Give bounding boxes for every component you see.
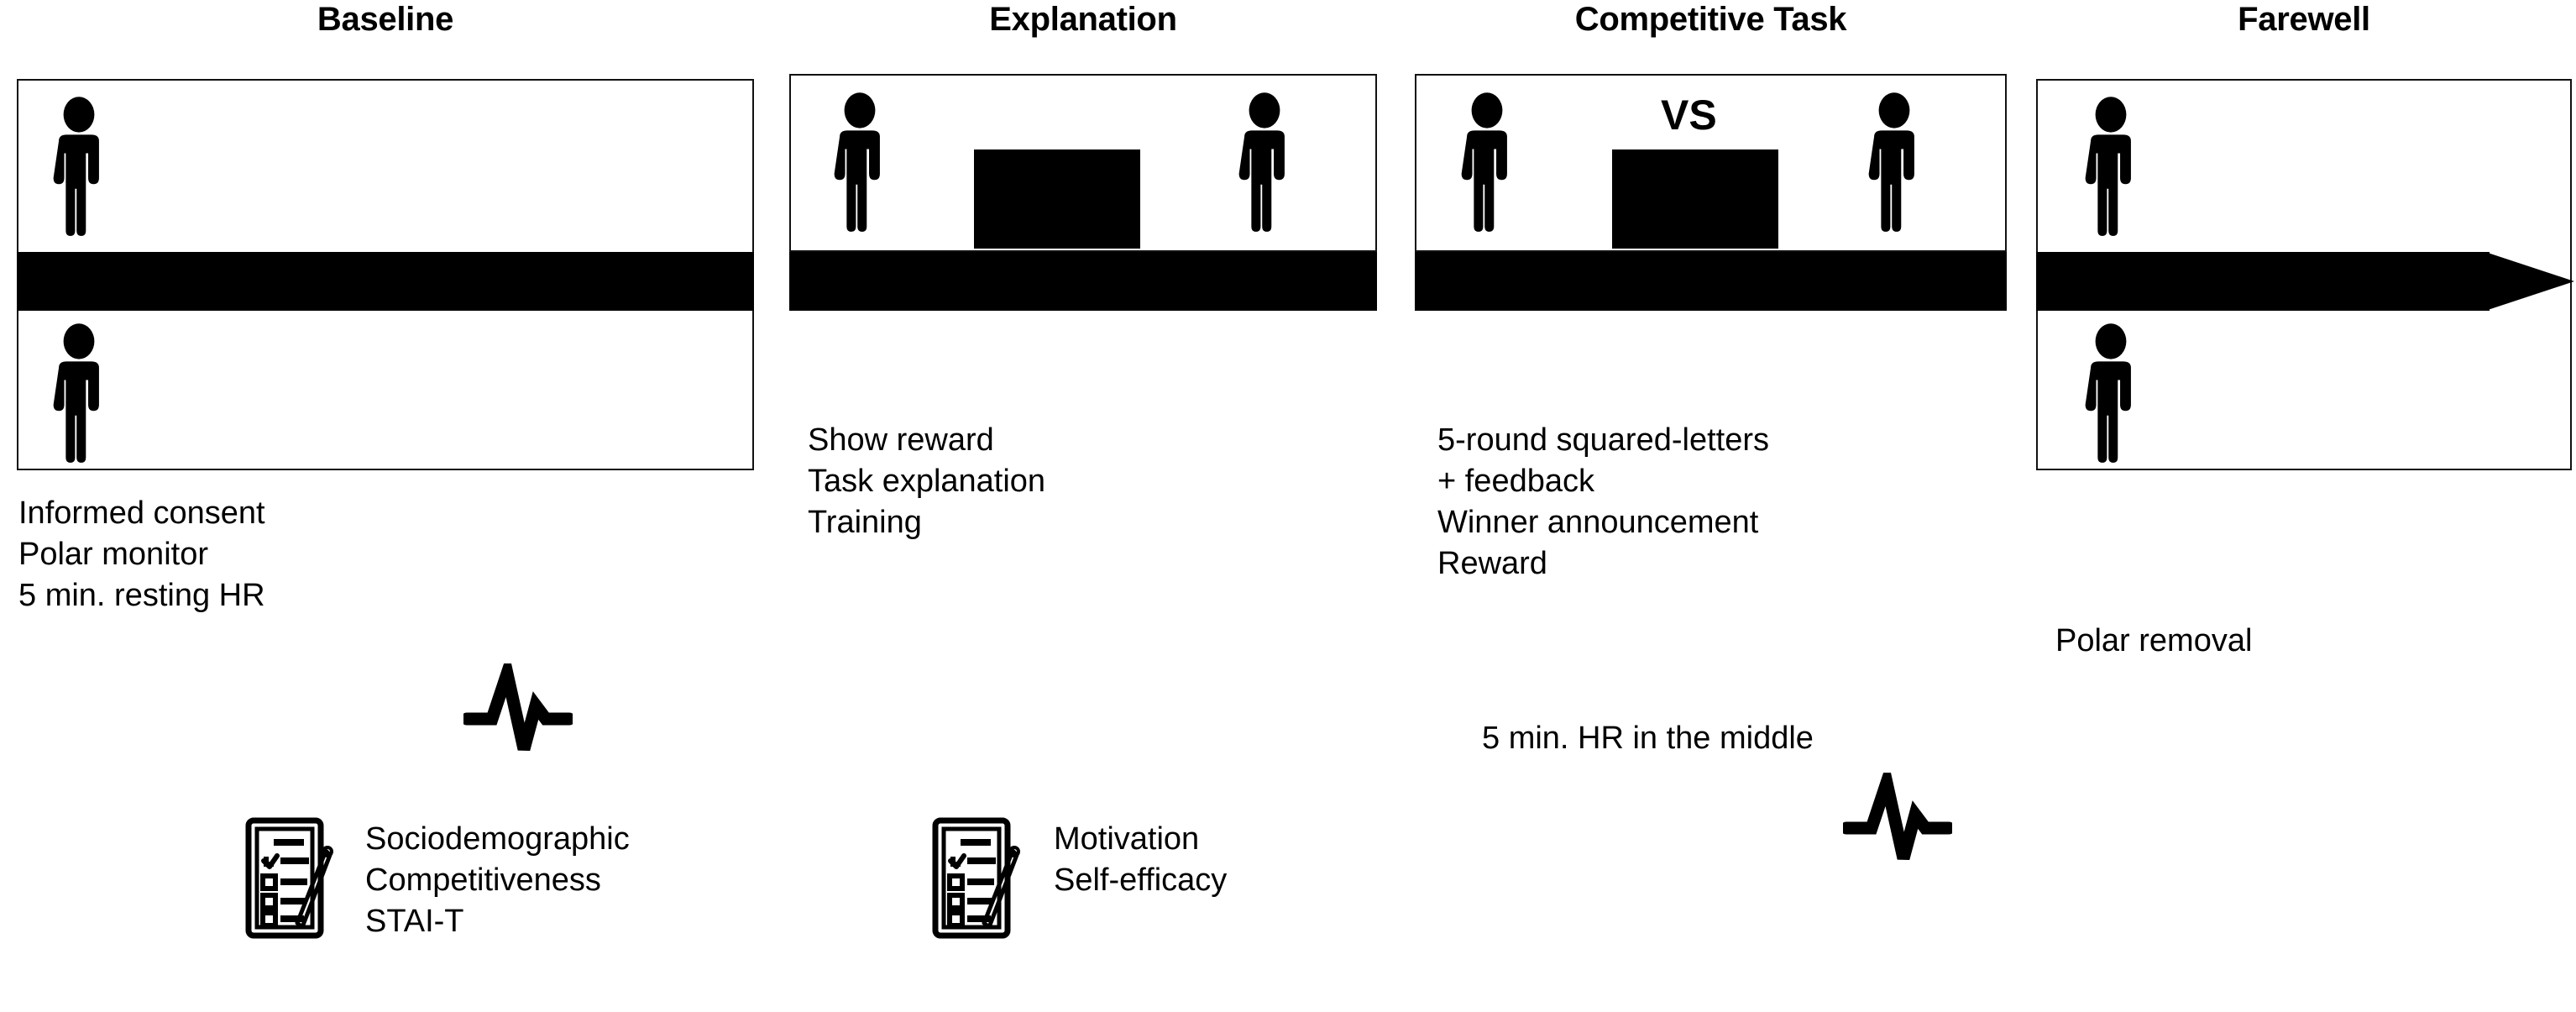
explanation-note-3: Training	[808, 505, 922, 540]
phase-title-explanation: Explanation	[989, 1, 1177, 38]
ecg-heartbeat-icon	[1843, 773, 1952, 863]
competitive-task-note-2: + feedback	[1437, 464, 1594, 499]
questionnaire-item: Sociodemographic	[365, 821, 630, 857]
vs-label: VS	[1661, 92, 1717, 139]
clipboard-checklist-icon	[245, 817, 336, 939]
baseline-questionnaire-items: Sociodemographic Competitiveness STAI-T	[365, 819, 630, 942]
ecg-heartbeat-icon	[463, 663, 573, 754]
baseline-note-3: 5 min. resting HR	[18, 578, 265, 613]
person-icon	[1448, 92, 1526, 233]
right-arrow-icon	[2485, 218, 2576, 344]
competitive-task-note-1: 5-round squared-letters	[1437, 422, 1769, 458]
farewell-band	[2036, 252, 2490, 311]
phase-title-competitive-task: Competitive Task	[1574, 1, 1847, 38]
person-icon	[1226, 92, 1303, 233]
questionnaire-item: Competitiveness	[365, 863, 601, 898]
explanation-band	[789, 252, 1377, 311]
phase-title-baseline: Baseline	[317, 1, 454, 38]
person-icon	[821, 92, 898, 233]
clipboard-checklist-icon	[932, 817, 1023, 939]
baseline-note-2: Polar monitor	[18, 537, 208, 572]
explanation-note-2: Task explanation	[808, 464, 1046, 499]
explanation-note-1: Show reward	[808, 422, 994, 458]
phase-title-farewell: Farewell	[2238, 1, 2370, 38]
explanation-notes: Show reward Task explanation Training	[808, 420, 1045, 543]
competitive-task-band	[1415, 252, 2007, 311]
person-icon	[2072, 97, 2149, 238]
questionnaire-item: STAI-T	[365, 904, 464, 939]
questionnaire-item: Self-efficacy	[1054, 863, 1228, 898]
person-icon	[40, 97, 118, 238]
competitive-task-note-3: Winner announcement	[1437, 505, 1759, 540]
person-icon	[40, 323, 118, 464]
baseline-note-1: Informed consent	[18, 496, 265, 531]
farewell-note: Polar removal	[2055, 623, 2253, 658]
black-screen-icon	[1612, 149, 1778, 249]
competitive-task-hr-note: 5 min. HR in the middle	[1482, 721, 1814, 756]
black-screen-icon	[974, 149, 1140, 249]
baseline-band	[17, 252, 754, 311]
questionnaire-item: Motivation	[1054, 821, 1200, 857]
baseline-notes: Informed consent Polar monitor 5 min. re…	[18, 493, 265, 616]
person-icon	[2072, 323, 2149, 464]
competitive-task-notes: 5-round squared-letters + feedback Winne…	[1437, 420, 1769, 585]
competitive-task-note-4: Reward	[1437, 546, 1547, 581]
person-icon	[1856, 92, 1933, 233]
explanation-questionnaire-items: Motivation Self-efficacy	[1054, 819, 1227, 901]
